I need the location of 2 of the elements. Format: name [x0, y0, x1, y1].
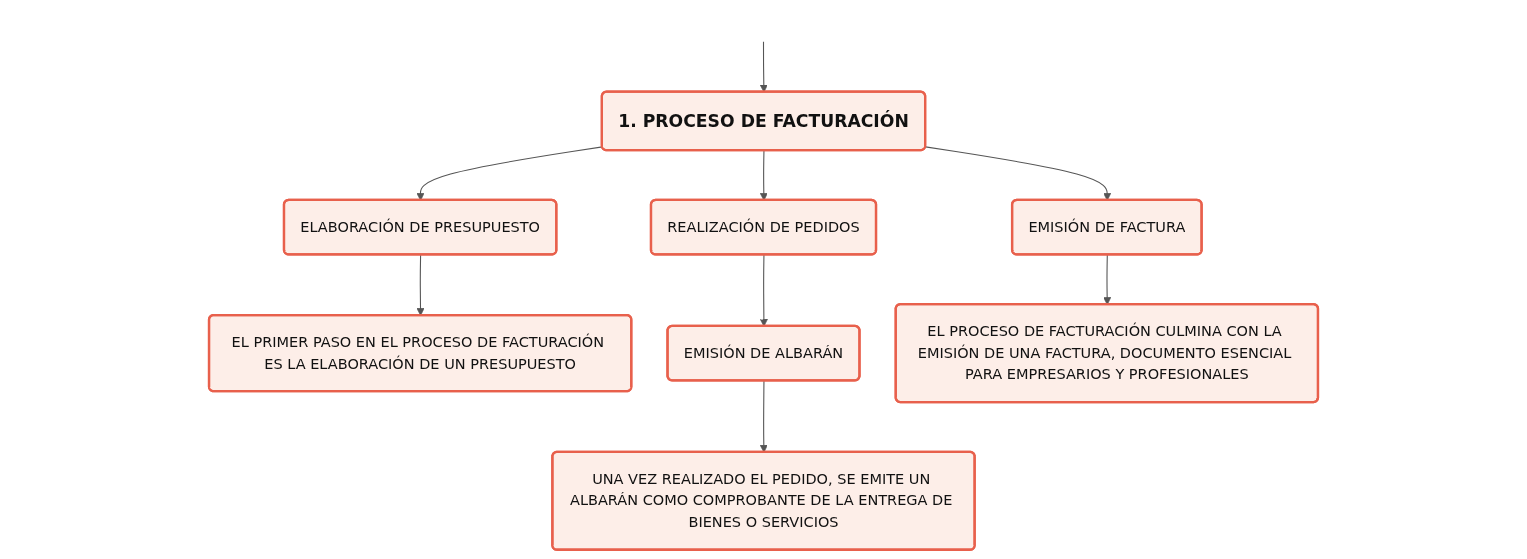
- arrow: [1103, 254, 1112, 305]
- arrow: [416, 254, 425, 316]
